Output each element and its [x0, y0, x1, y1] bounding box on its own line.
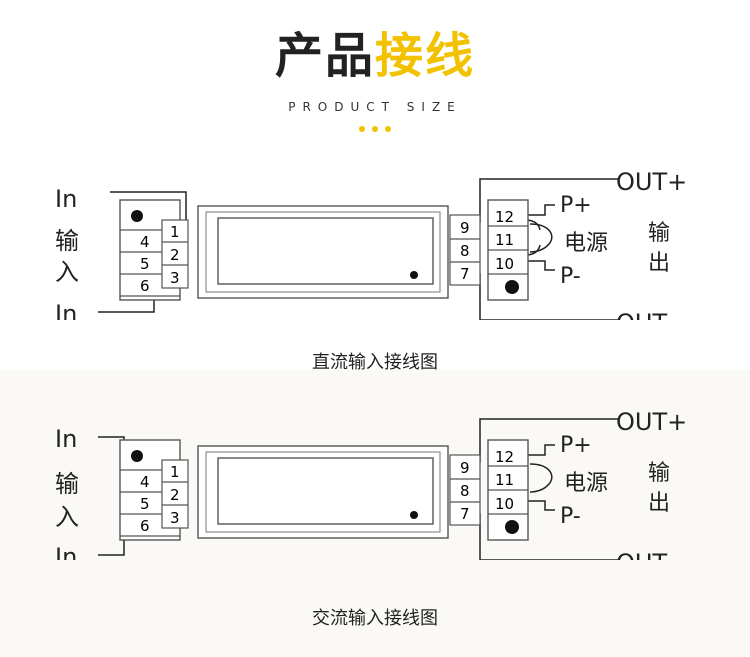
dc-terminal-2: 2 — [170, 246, 180, 264]
dc-left-screw — [131, 210, 143, 222]
ac-terminal-8: 8 — [460, 482, 470, 500]
dc-power-label: 电源 — [564, 231, 608, 256]
ac-device-frame — [205, 451, 441, 533]
ac-in-bottom-label: In — [55, 543, 77, 560]
ac-right-inner-block — [449, 454, 481, 526]
dc-in-top-label: In — [55, 185, 77, 213]
ac-terminal-4: 4 — [140, 473, 150, 491]
dc-terminal-4: 4 — [140, 233, 150, 251]
dc-fuse-loop — [529, 223, 553, 253]
ac-terminal-6: 6 — [140, 517, 150, 535]
dot-3 — [385, 126, 391, 132]
dc-p-plus-label: P+ — [560, 193, 592, 218]
decorative-dots — [355, 126, 395, 134]
ac-wire-out-plus — [479, 418, 620, 463]
dc-input-char-2: 入 — [55, 258, 79, 286]
dc-p-minus-label: P- — [560, 264, 581, 289]
ac-terminal-3: 3 — [170, 509, 180, 527]
ac-input-char-2: 入 — [55, 503, 79, 531]
dot-1 — [359, 126, 365, 132]
ac-wire-p-plus — [525, 444, 555, 456]
dc-terminal-6: 6 — [140, 277, 150, 295]
ac-wiring-diagram: 4 5 6 1 2 3 9 8 7 12 11 10 In 输 入 In OUT… — [40, 408, 720, 577]
dc-output-char-2: 出 — [648, 251, 670, 276]
ac-terminal-9: 9 — [460, 459, 470, 477]
ac-p-minus-label: P- — [560, 504, 581, 529]
dc-out-plus-label: OUT+ — [616, 170, 687, 196]
dc-wire-p-plus — [525, 204, 555, 216]
dc-out-minus-label: OUT- — [616, 309, 674, 320]
dc-terminal-11: 11 — [495, 231, 514, 249]
ac-terminal-7: 7 — [460, 505, 470, 523]
dc-terminal-8: 8 — [460, 242, 470, 260]
ac-output-char-1: 输 — [648, 461, 670, 486]
dc-diagram-caption: 直流输入接线图 — [312, 352, 438, 373]
ac-out-plus-label: OUT+ — [616, 410, 687, 436]
ac-wire-p-minus — [525, 500, 555, 511]
dc-terminal-3: 3 — [170, 269, 180, 287]
dc-terminal-5: 5 — [140, 255, 150, 273]
dc-wire-in-top — [110, 191, 187, 231]
ac-fuse-loop — [529, 463, 553, 493]
dc-terminal-7: 7 — [460, 265, 470, 283]
ac-out-minus-label: OUT- — [616, 549, 674, 560]
ac-right-screw — [505, 520, 519, 534]
dc-right-screw — [505, 280, 519, 294]
dc-output-char-1: 输 — [648, 221, 670, 246]
dc-right-inner-block — [449, 214, 481, 286]
dc-device-frame — [205, 211, 441, 293]
ac-diagram-svg: 4 5 6 1 2 3 9 8 7 12 11 10 In 输 入 In OUT… — [55, 408, 687, 577]
dc-terminal-1: 1 — [170, 223, 180, 241]
dc-input-char-1: 输 — [55, 227, 79, 255]
dc-display-window — [217, 217, 434, 285]
ac-terminal-2: 2 — [170, 486, 180, 504]
ac-terminal-1: 1 — [170, 463, 180, 481]
dc-terminal-10: 10 — [495, 255, 514, 273]
ac-terminal-12: 12 — [495, 448, 514, 466]
ac-led-indicator — [410, 511, 418, 519]
ac-left-inner-block — [161, 459, 189, 529]
ac-terminal-11: 11 — [495, 471, 514, 489]
ac-in-top-label: In — [55, 425, 77, 453]
dot-2 — [372, 126, 378, 132]
ac-p-plus-label: P+ — [560, 433, 592, 458]
dc-led-indicator — [410, 271, 418, 279]
ac-power-label: 电源 — [564, 471, 608, 496]
ac-output-char-2: 出 — [648, 491, 670, 516]
dc-in-bottom-label: In — [55, 300, 77, 320]
dc-wire-p-minus — [525, 260, 555, 271]
top-section — [0, 0, 750, 370]
dc-wire-out-plus — [479, 178, 620, 223]
ac-terminal-10: 10 — [495, 495, 514, 513]
page-title: 产品接线 — [0, 26, 750, 86]
ac-input-char-1: 输 — [55, 470, 79, 498]
ac-diagram-caption: 交流输入接线图 — [312, 608, 438, 629]
dc-terminal-9: 9 — [460, 219, 470, 237]
title-accent-part: 接线 — [375, 28, 476, 84]
ac-terminal-5: 5 — [140, 495, 150, 513]
page-subtitle: PRODUCT SIZE — [288, 100, 462, 114]
dc-diagram-svg: 4 5 6 1 2 3 9 8 7 12 11 10 In 输 入 In OUT… — [55, 168, 687, 337]
dc-wiring-diagram: 4 5 6 1 2 3 9 8 7 12 11 10 In 输 入 In OUT… — [40, 168, 720, 337]
ac-display-window — [217, 457, 434, 525]
dc-terminal-12: 12 — [495, 208, 514, 226]
ac-left-screw — [131, 450, 143, 462]
title-dark-part: 产品 — [274, 28, 375, 84]
dc-left-inner-block — [161, 219, 189, 289]
